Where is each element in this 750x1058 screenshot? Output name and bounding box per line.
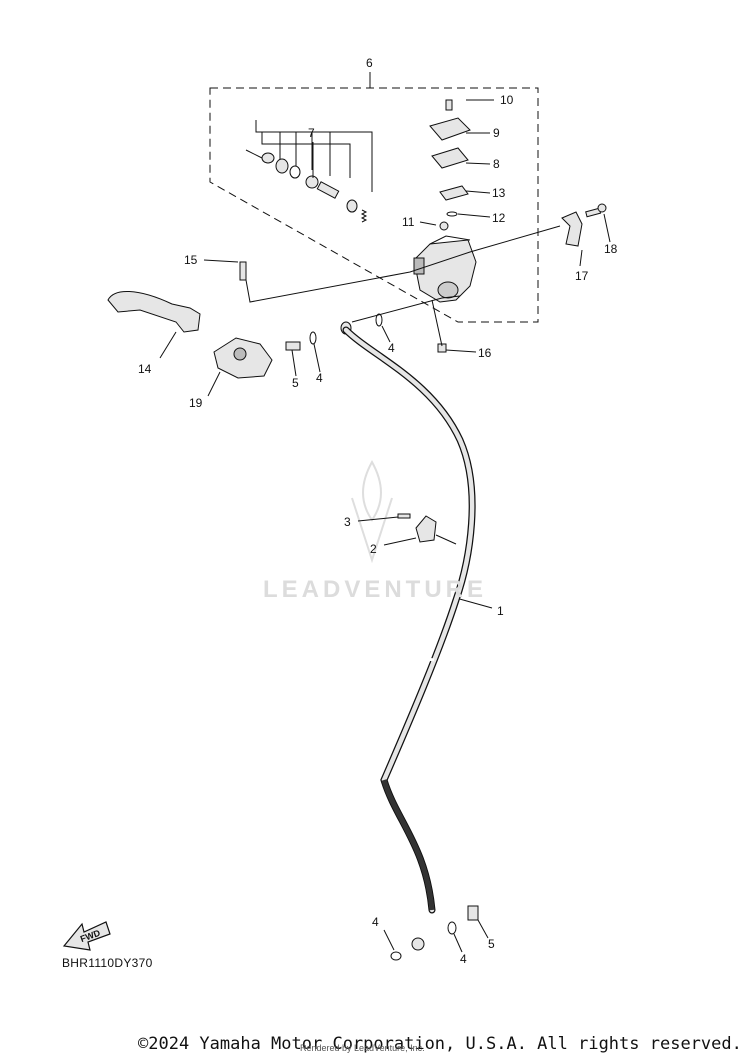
callout-4-d: 4 [460,952,467,966]
callout-labels: 6 7 10 9 8 13 12 11 15 18 17 16 4 14 4 5… [138,56,618,966]
callout-17: 17 [575,269,589,283]
callout-10: 10 [500,93,514,107]
callout-13: 13 [492,186,506,200]
callout-3: 3 [344,515,351,529]
callout-7: 7 [308,126,315,140]
lower-fittings [390,905,479,961]
kit-box [209,87,539,323]
callout-4-b: 4 [316,371,323,385]
callout-2: 2 [370,542,377,556]
callout-5-a: 5 [292,376,299,390]
leader-lines [159,99,611,953]
callout-4-a: 4 [388,341,395,355]
callout-4-c: 4 [372,915,379,929]
rendered-by-notice: Rendered by LeadVenture, Inc. [300,1043,425,1053]
callout-6: 6 [366,56,373,70]
callout-12: 12 [492,211,506,225]
drawing-code: BHR1110DY370 [62,956,153,970]
piston-kit [245,120,373,223]
clamp-parts [561,203,607,247]
lever-parts [107,261,447,379]
callout-1: 1 [497,604,504,618]
callout-15: 15 [184,253,198,267]
brake-hose [342,326,476,914]
hose-clamp [397,513,437,543]
reservoir-parts [429,99,471,231]
callout-19: 19 [189,396,203,410]
fwd-arrow: FWD [62,921,111,951]
master-cylinder [413,235,477,303]
callout-16: 16 [478,346,492,360]
copyright-notice: ©2024 Yamaha Motor Corporation, U.S.A. A… [138,1034,742,1054]
watermark-text: LEADVENTURE [262,576,487,603]
callout-9: 9 [493,126,500,140]
callout-14: 14 [138,362,152,376]
callout-11: 11 [402,215,415,229]
callout-8: 8 [493,157,500,171]
callout-18: 18 [604,242,618,256]
callout-5-b: 5 [488,937,495,951]
